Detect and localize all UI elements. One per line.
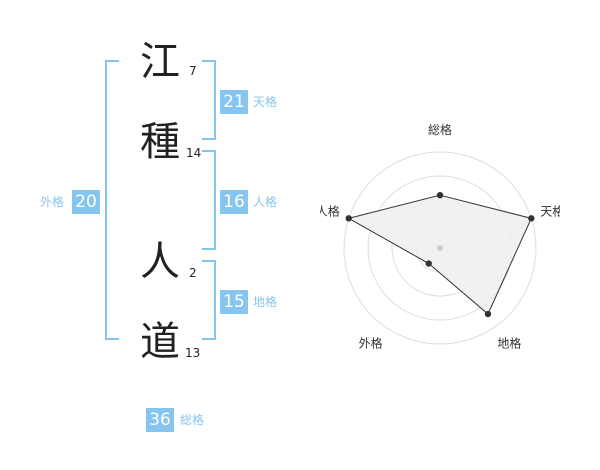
kanji-given-2: 道 — [140, 319, 180, 365]
tenkaku-label: 天格 — [253, 95, 278, 109]
radar-axis-label: 総格 — [428, 122, 452, 137]
radar-polygon — [347, 194, 533, 315]
jinkaku-bracket — [202, 150, 216, 250]
radar-axis-label: 地格 — [497, 335, 521, 350]
jinkaku-score: 16 — [220, 190, 248, 214]
gaikaku-score: 20 — [72, 190, 100, 214]
gaikaku-bracket — [105, 60, 119, 340]
soukaku-score: 36 — [146, 408, 174, 432]
radar-center-dot — [437, 245, 443, 251]
radar-axis-label: 外格 — [359, 335, 383, 350]
radar-point — [528, 215, 535, 222]
radar-ring — [343, 151, 537, 345]
kanji-given-1: 人 — [140, 239, 180, 285]
stroke-count-given-1: 2 — [189, 266, 197, 280]
kanji-surname-2: 種 — [140, 119, 180, 165]
radar-point — [345, 215, 352, 222]
chikaku-bracket — [202, 260, 216, 340]
chikaku-score: 15 — [220, 290, 248, 314]
radar-point — [425, 260, 432, 267]
stroke-count-surname-1: 7 — [189, 64, 197, 78]
soukaku-label: 総格 — [180, 413, 205, 427]
radar-axis-label: 天格 — [540, 204, 560, 219]
stroke-count-given-2: 13 — [185, 346, 201, 360]
kanji-surname-1: 江 — [140, 39, 180, 85]
radar-axis-label: 人格 — [320, 204, 340, 219]
chikaku-label: 地格 — [253, 295, 278, 309]
gaikaku-label: 外格 — [40, 195, 65, 209]
radar-point — [436, 192, 444, 199]
tenkaku-bracket — [202, 60, 216, 140]
radar-point — [484, 310, 492, 318]
stroke-count-surname-2: 14 — [186, 146, 202, 160]
tenkaku-score: 21 — [220, 90, 248, 114]
jinkaku-label: 人格 — [253, 195, 278, 209]
